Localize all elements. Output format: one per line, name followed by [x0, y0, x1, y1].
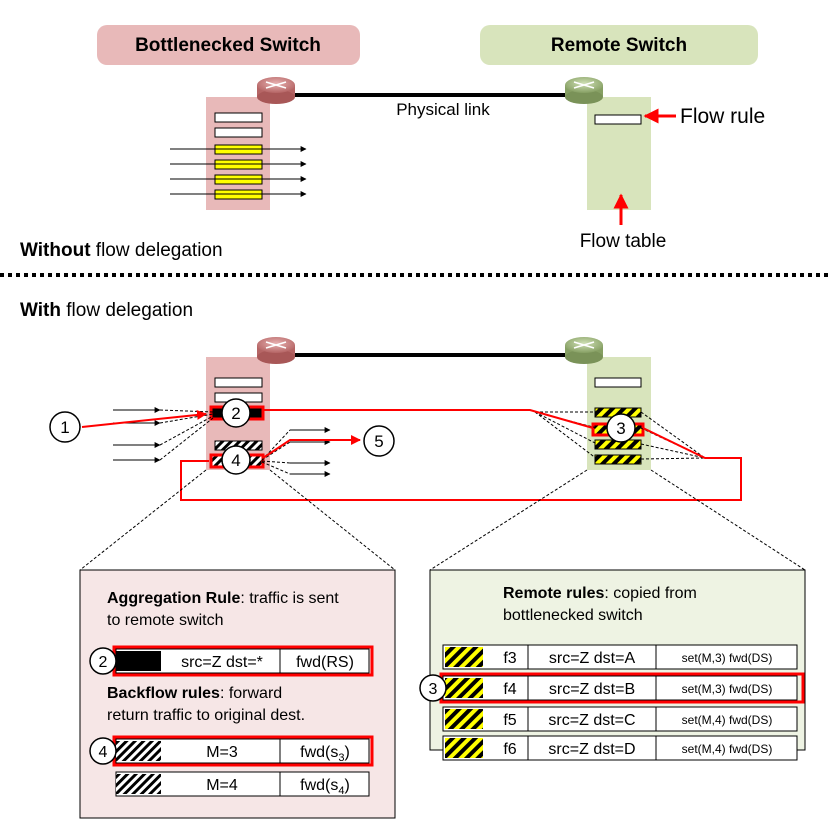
marker-3: 3 — [606, 413, 636, 443]
router-remote-icon — [565, 337, 603, 364]
marker-1: 1 — [49, 411, 81, 443]
bottleneck-switch-label-bg — [97, 25, 360, 65]
flow-rule-label: Flow rule — [680, 105, 765, 128]
svg-text:fwd(s4): fwd(s4) — [300, 777, 350, 797]
empty-rule — [594, 377, 642, 388]
router-bottleneck-icon — [257, 77, 295, 104]
empty-rule — [214, 127, 263, 138]
without-flow-delegation-label: Without flow delegation — [20, 240, 223, 261]
marker-2: 2 — [221, 398, 251, 428]
remote-rules-desc: Remote rules: copied from — [503, 585, 697, 602]
marker-5: 5 — [363, 425, 395, 457]
svg-text:M=4: M=4 — [206, 777, 238, 794]
aggregation-rule-desc-2: to remote switch — [107, 612, 223, 629]
physical-link-label: Physical link — [396, 100, 490, 119]
svg-text:src=Z dst=B: src=Z dst=B — [549, 681, 635, 698]
backflow-rules-desc-2: return traffic to original dest. — [107, 707, 305, 724]
svg-text:3: 3 — [616, 419, 625, 438]
svg-text:3: 3 — [429, 681, 438, 698]
backflow-rules-desc: Backflow rules: forward — [107, 685, 282, 702]
outgoing-traffic — [261, 427, 331, 477]
svg-text:4: 4 — [231, 451, 240, 470]
svg-text:src=Z dst=*: src=Z dst=* — [181, 654, 263, 671]
svg-text:src=Z dst=A: src=Z dst=A — [549, 650, 636, 667]
remote-flow-table — [587, 97, 651, 210]
router-bottleneck-icon — [257, 337, 295, 364]
aggregation-rule-desc: Aggregation Rule: traffic is sent — [107, 590, 339, 607]
remote-rule-row: f5 src=Z dst=C set(M,4) fwd(DS) — [442, 706, 798, 732]
remote-rule-hatched — [594, 454, 642, 465]
svg-text:f4: f4 — [503, 681, 516, 698]
svg-text:set(M,3) fwd(DS): set(M,3) fwd(DS) — [682, 651, 773, 665]
svg-text:f5: f5 — [503, 712, 516, 729]
svg-text:fwd(s3): fwd(s3) — [300, 744, 350, 764]
svg-text:2: 2 — [231, 404, 240, 423]
remote-rule-row: f3 src=Z dst=A set(M,3) fwd(DS) — [442, 644, 798, 670]
svg-text:M=3: M=3 — [206, 744, 238, 761]
router-remote-icon — [565, 77, 603, 104]
svg-text:fwd(RS): fwd(RS) — [296, 654, 354, 671]
backflow-rule-row: M=3 fwd(s3) 4 — [89, 735, 374, 767]
svg-text:4: 4 — [99, 744, 108, 761]
zoom-lines — [79, 469, 806, 571]
aggregation-rule-row: src=Z dst=* fwd(RS) 2 — [89, 645, 374, 677]
svg-text:f3: f3 — [503, 650, 516, 667]
remote-switch-label: Remote Switch — [551, 35, 687, 56]
svg-text:set(M,4) fwd(DS): set(M,4) fwd(DS) — [682, 742, 773, 756]
empty-rule — [214, 112, 263, 123]
incoming-traffic — [113, 407, 214, 463]
remote-rules-desc-2: bottlenecked switch — [503, 607, 643, 624]
remote-switch-label-bg — [480, 25, 758, 65]
svg-text:1: 1 — [60, 418, 69, 437]
svg-text:set(M,4) fwd(DS): set(M,4) fwd(DS) — [682, 713, 773, 727]
remote-rule-row: f6 src=Z dst=D set(M,4) fwd(DS) — [442, 735, 798, 761]
svg-text:set(M,3) fwd(DS): set(M,3) fwd(DS) — [682, 682, 773, 696]
empty-rule — [214, 377, 263, 388]
flow-rule-empty — [594, 114, 642, 125]
flow-table-label: Flow table — [580, 231, 667, 252]
backflow-rule-row: M=4 fwd(s4) — [115, 771, 370, 797]
marker-4: 4 — [221, 445, 251, 475]
traffic-arrows — [170, 146, 307, 197]
delegation-path — [81, 409, 742, 501]
svg-text:f6: f6 — [503, 741, 516, 758]
with-flow-delegation-label: With flow delegation — [20, 300, 193, 321]
svg-text:src=Z dst=D: src=Z dst=D — [548, 741, 635, 758]
svg-text:2: 2 — [99, 654, 108, 671]
bottleneck-switch-label: Bottlenecked Switch — [135, 35, 321, 56]
svg-text:5: 5 — [374, 432, 383, 451]
remote-rule-row: f4 src=Z dst=B set(M,3) fwd(DS) 3 — [419, 672, 805, 704]
svg-text:src=Z dst=C: src=Z dst=C — [548, 712, 635, 729]
